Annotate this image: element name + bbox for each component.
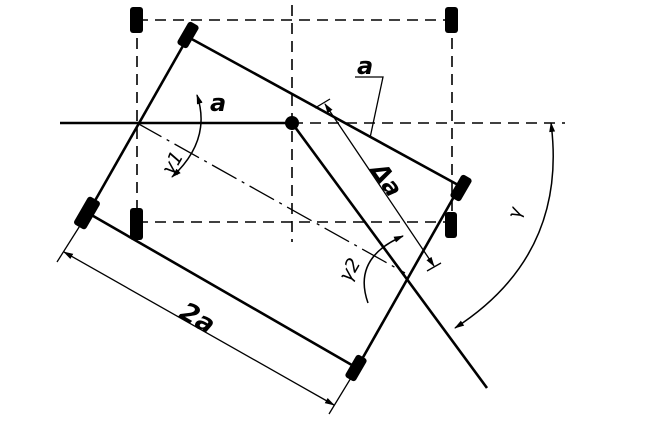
label-gamma-right: γ xyxy=(504,204,527,221)
rotated-axis-dashdot xyxy=(136,122,406,274)
label-gamma1: γ1 xyxy=(157,148,188,179)
wheel-rot-bottom-right xyxy=(345,354,367,382)
dimension-2a xyxy=(56,212,358,415)
arc-gamma-right xyxy=(454,122,556,329)
label-delta-a: Δa xyxy=(364,156,408,202)
reference-wheels xyxy=(130,7,458,240)
arc-gamma1 xyxy=(171,94,203,178)
pivot-point xyxy=(285,116,299,130)
leader-a-top xyxy=(355,76,384,139)
wheel-ref-top-right xyxy=(445,7,458,33)
label-2a: 2a xyxy=(174,297,220,341)
rotated-wheels xyxy=(74,21,472,382)
label-a-top: a xyxy=(357,52,373,80)
wheel-rot-top-left xyxy=(177,21,199,49)
rotated-rectangle xyxy=(86,35,462,370)
dimension-delta-a xyxy=(314,98,442,272)
wheel-rot-top-right xyxy=(450,174,472,202)
arc-gamma2 xyxy=(363,235,404,304)
label-a-left: a xyxy=(210,89,226,117)
wheel-ref-top-left xyxy=(130,7,143,33)
wheel-ref-bottom-right xyxy=(445,212,457,238)
wheel-ref-bottom-left xyxy=(130,208,143,240)
label-gamma2: γ2 xyxy=(335,254,366,285)
wheel-rot-bottom-left xyxy=(74,196,100,230)
